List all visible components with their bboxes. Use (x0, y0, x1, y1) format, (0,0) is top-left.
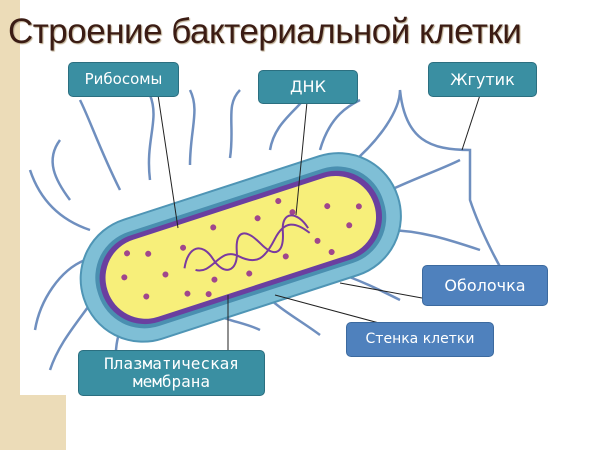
ribosome-dots (121, 198, 362, 300)
leader-lines (157, 94, 481, 350)
slide-decoration (0, 395, 66, 450)
label-flagellum: Жгутик (428, 62, 537, 97)
label-cell-wall: Стенка клетки (346, 322, 494, 357)
dna-strand (183, 214, 311, 272)
slide-decoration (0, 0, 20, 450)
label-capsule: Оболочка (422, 265, 548, 306)
label-plasma-membrane: Плазматическая мембрана (78, 350, 265, 396)
label-ribosomes: Рибосомы (68, 62, 179, 97)
slide-title: Строение бактериальной клетки (8, 12, 522, 51)
cytoplasm (105, 176, 377, 319)
label-dna: ДНК (258, 70, 358, 104)
